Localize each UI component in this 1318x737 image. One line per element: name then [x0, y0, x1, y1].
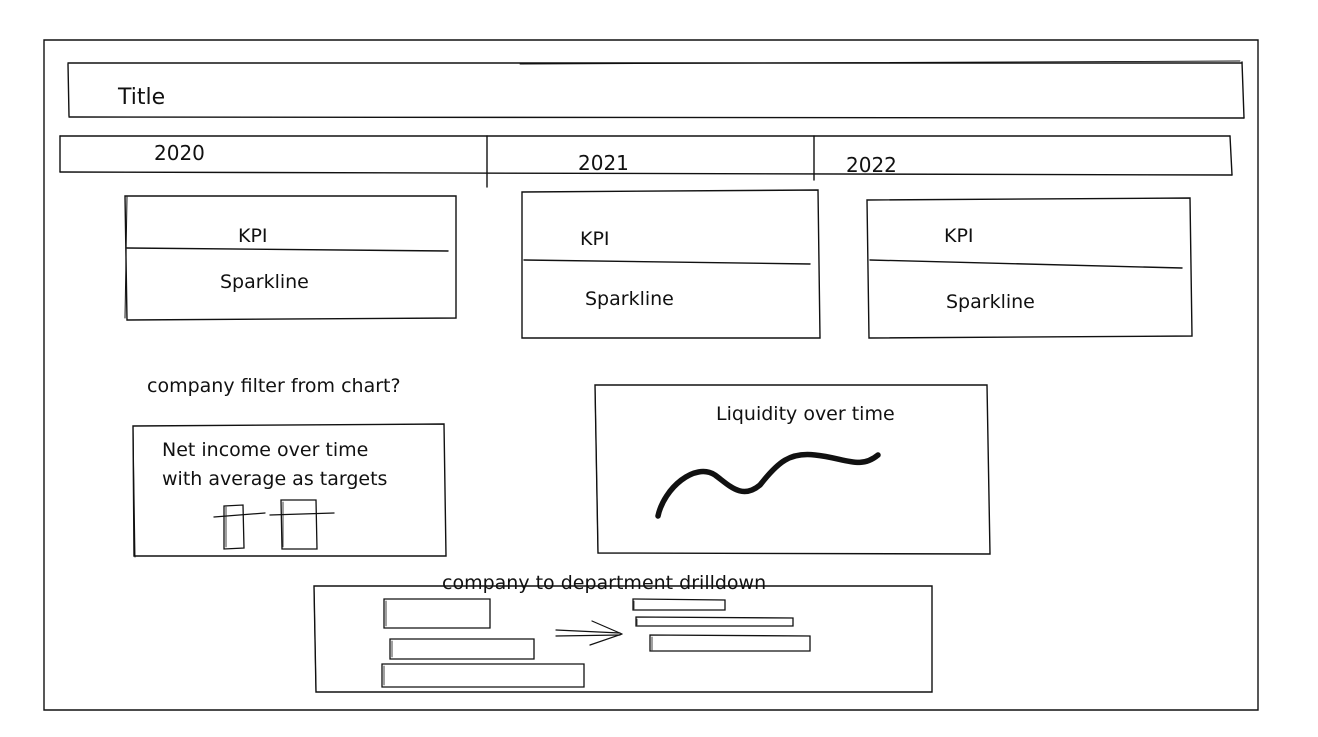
kpi-card-2020 — [124, 195, 457, 321]
sparkline-label: Sparkline — [220, 271, 309, 293]
net-income-target-bars — [213, 499, 335, 550]
kpi-label: KPI — [238, 225, 268, 247]
page-title: Title — [117, 85, 165, 110]
title-bar — [67, 60, 1245, 119]
drilldown-box — [313, 585, 933, 693]
kpi-card-2021 — [521, 189, 821, 339]
kpi-label: KPI — [580, 228, 610, 250]
net-income-box — [132, 423, 447, 558]
company-bars — [381, 598, 585, 688]
outer-frame — [43, 39, 1259, 711]
sparkline-label: Sparkline — [946, 291, 1035, 313]
company-filter-note: company filter from chart? — [147, 375, 401, 397]
net-income-title-line1: Net income over time — [162, 439, 368, 461]
drilldown-arrow-icon — [555, 620, 623, 646]
year-tab-2021[interactable]: 2021 — [578, 151, 629, 175]
kpi-label: KPI — [944, 225, 974, 247]
department-bars — [632, 598, 811, 652]
liquidity-line-sketch — [655, 451, 881, 519]
year-tab-2022[interactable]: 2022 — [846, 153, 897, 177]
net-income-title-line2: with average as targets — [162, 468, 387, 490]
liquidity-title: Liquidity over time — [716, 403, 895, 425]
liquidity-box — [594, 384, 991, 555]
kpi-card-2022 — [866, 197, 1193, 339]
drilldown-note: company to department drilldown — [442, 572, 766, 594]
year-tab-2020[interactable]: 2020 — [154, 141, 205, 165]
sparkline-label: Sparkline — [585, 288, 674, 310]
year-tab-bar — [59, 135, 1233, 188]
